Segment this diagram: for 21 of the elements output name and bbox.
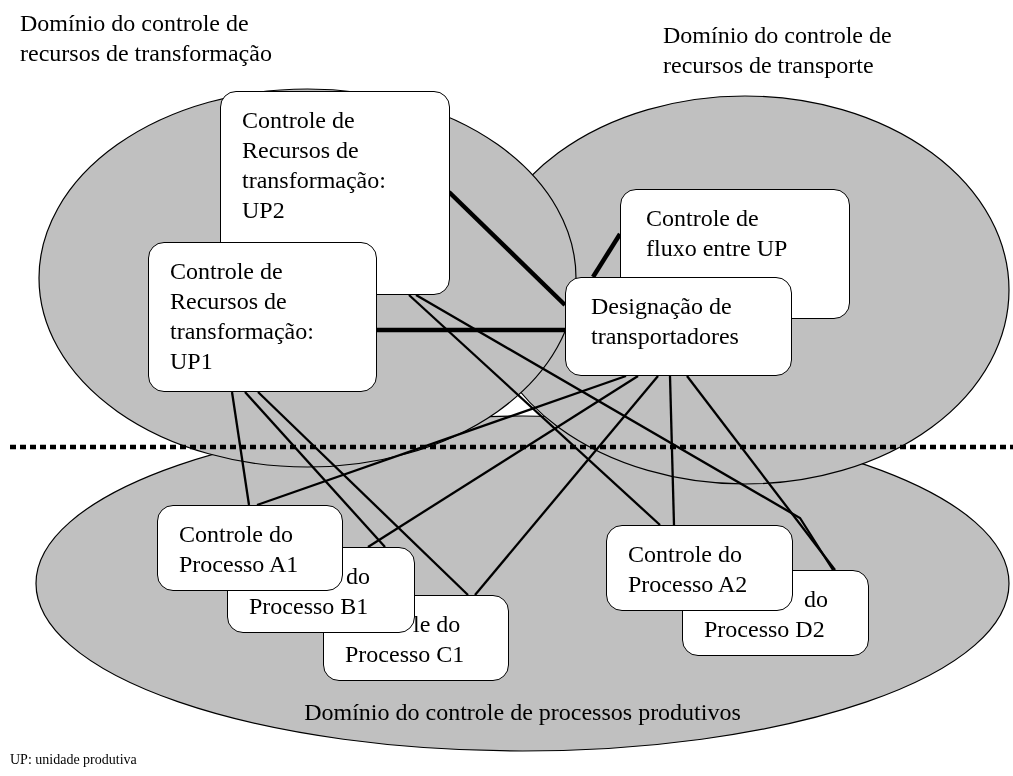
domain-label: Domínio do controle de processos produtivos <box>303 698 742 727</box>
connector-line <box>377 327 565 333</box>
control-box: Controle do Processo A2 <box>606 525 793 611</box>
domain-label: Domínio do controle de recursos de transformação <box>20 9 273 68</box>
control-box: Designação de transportadores <box>565 277 792 376</box>
connector-line <box>244 391 386 548</box>
connector-line <box>591 232 622 279</box>
connector-line <box>367 375 639 548</box>
connector-line <box>668 375 676 526</box>
connector-line <box>415 294 834 571</box>
connector-line <box>408 294 661 526</box>
control-box: Controle de Recursos de transformação: UP1 <box>148 242 377 392</box>
domain-label: Domínio do controle de recursos de transporte <box>663 21 893 80</box>
connector-line <box>230 391 251 506</box>
connector-line <box>447 190 567 307</box>
footnote: UP: unidade produtiva <box>10 752 137 768</box>
connector-line <box>257 391 469 596</box>
connector-line <box>474 375 659 596</box>
connector-line <box>256 374 627 507</box>
control-box: Controle do Processo A1 <box>157 505 343 591</box>
connector-line <box>686 375 836 571</box>
